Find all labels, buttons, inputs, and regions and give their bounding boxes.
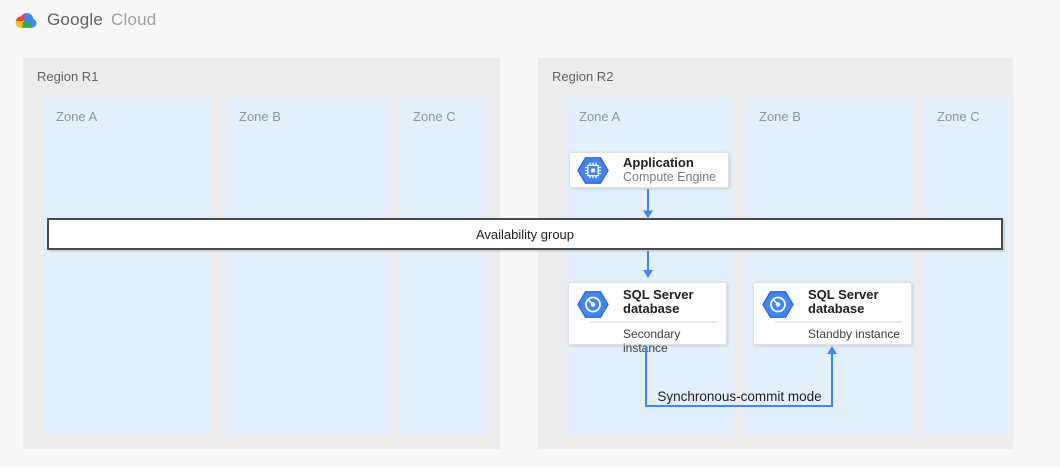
- secondary-instance-label: Secondary instance: [623, 327, 681, 355]
- sql-server-disk-hexagon-icon: [576, 289, 610, 320]
- sql-card-title-line2: database: [808, 301, 865, 316]
- region-r1-zone-c: Zone C: [400, 97, 485, 435]
- region-r1-zone-a: Zone A: [43, 97, 212, 435]
- zone-label: Zone A: [56, 109, 98, 124]
- sql-card-title-line1: SQL Server: [808, 287, 879, 302]
- compute-engine-hexagon-icon: [576, 155, 610, 186]
- application-title: Application: [623, 155, 694, 170]
- header: Google Cloud: [14, 9, 156, 31]
- standby-instance-label: Standby instance: [808, 327, 901, 341]
- sql-card-title-line1: SQL Server: [623, 287, 694, 302]
- zone-label: Zone B: [759, 109, 801, 124]
- region-r2-zone-b: Zone B: [746, 97, 914, 435]
- sql-card-title-line2: database: [623, 301, 680, 316]
- application-subtitle: Compute Engine: [623, 170, 717, 184]
- region-r2-label: Region R2: [552, 69, 614, 84]
- region-r2-zone-a: Zone A: [566, 97, 733, 435]
- zone-label: Zone B: [239, 109, 281, 124]
- zone-label: Zone A: [579, 109, 621, 124]
- sql-server-disk-hexagon-icon: [761, 289, 795, 320]
- google-cloud-logo-icon: [14, 11, 39, 30]
- sql-server-standby-card: SQL Server database Standby instance: [753, 282, 912, 345]
- availability-group-label: Availability group: [475, 226, 575, 242]
- card-divider: [590, 321, 717, 323]
- logo-product-text: Cloud: [111, 10, 157, 29]
- region-r1: Region R1 Zone A Zone B Zone C: [23, 58, 500, 449]
- card-divider: [775, 321, 902, 323]
- application-card: Application Compute Engine: [569, 152, 729, 188]
- zone-label: Zone C: [413, 109, 456, 124]
- region-r2-zone-c: Zone C: [924, 97, 1010, 435]
- availability-group-bar: Availability group: [47, 218, 1003, 250]
- region-r1-label: Region R1: [37, 69, 99, 84]
- zone-label: Zone C: [937, 109, 980, 124]
- region-r1-zone-b: Zone B: [226, 97, 390, 435]
- sync-commit-mode-label: Synchronous-commit mode: [657, 389, 822, 404]
- sql-server-secondary-card: SQL Server database Secondary instance: [568, 282, 727, 355]
- logo-brand-text: Google: [47, 10, 104, 29]
